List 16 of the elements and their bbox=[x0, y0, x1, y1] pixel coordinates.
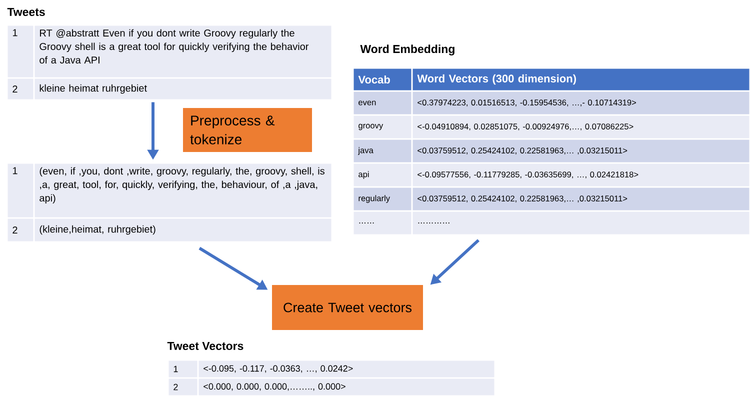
table-cell: 1 bbox=[168, 360, 198, 378]
table-title: Tweet Vectors bbox=[167, 342, 244, 350]
table-cell: java bbox=[354, 140, 412, 162]
table-cell: groovy bbox=[354, 116, 412, 138]
table-title: Tweets bbox=[7, 8, 45, 16]
table-cell: 2 bbox=[168, 378, 198, 396]
column-header: Vocab bbox=[354, 68, 412, 90]
table-cell: …… bbox=[354, 212, 412, 234]
table-cell: regularly bbox=[354, 188, 412, 210]
table-cell: 2 bbox=[8, 218, 34, 242]
process-box: Preprocess & tokenize bbox=[183, 108, 312, 152]
table-title: Word Embedding bbox=[360, 44, 454, 56]
table-cell: 2 bbox=[8, 78, 34, 100]
table-cell: api bbox=[354, 164, 412, 186]
table-cell: even bbox=[354, 92, 412, 114]
process-box: Create Tweet vectors bbox=[272, 285, 423, 330]
